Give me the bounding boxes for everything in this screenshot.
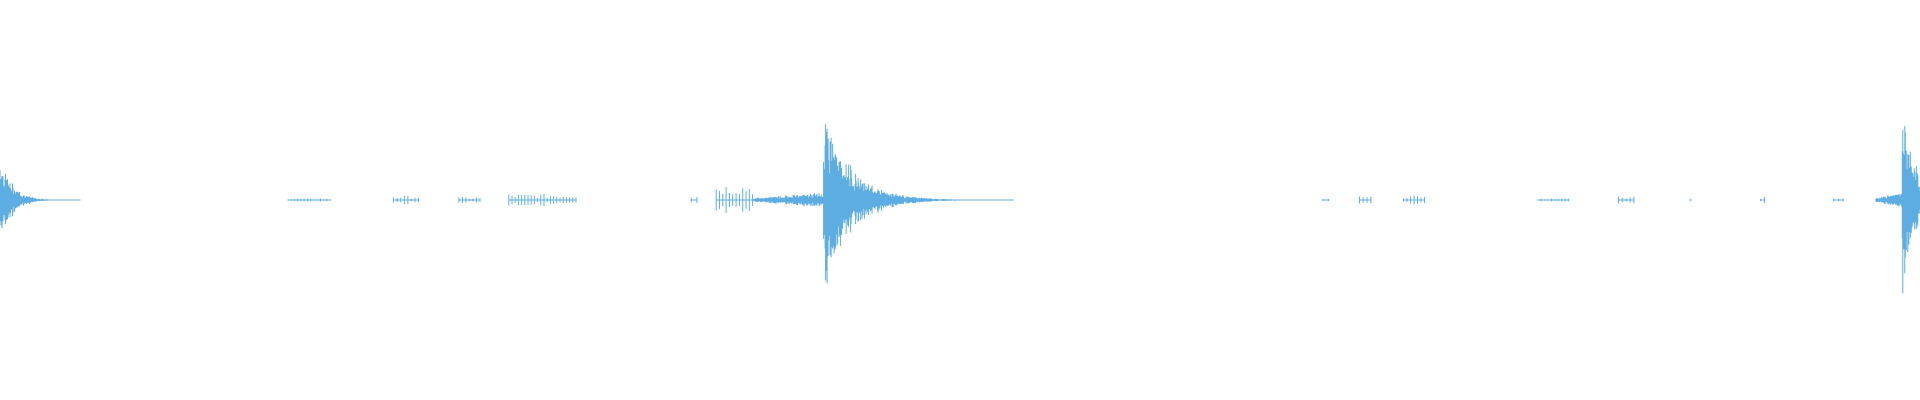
waveform-samples bbox=[0, 124, 1920, 294]
waveform-trace bbox=[0, 124, 1920, 294]
